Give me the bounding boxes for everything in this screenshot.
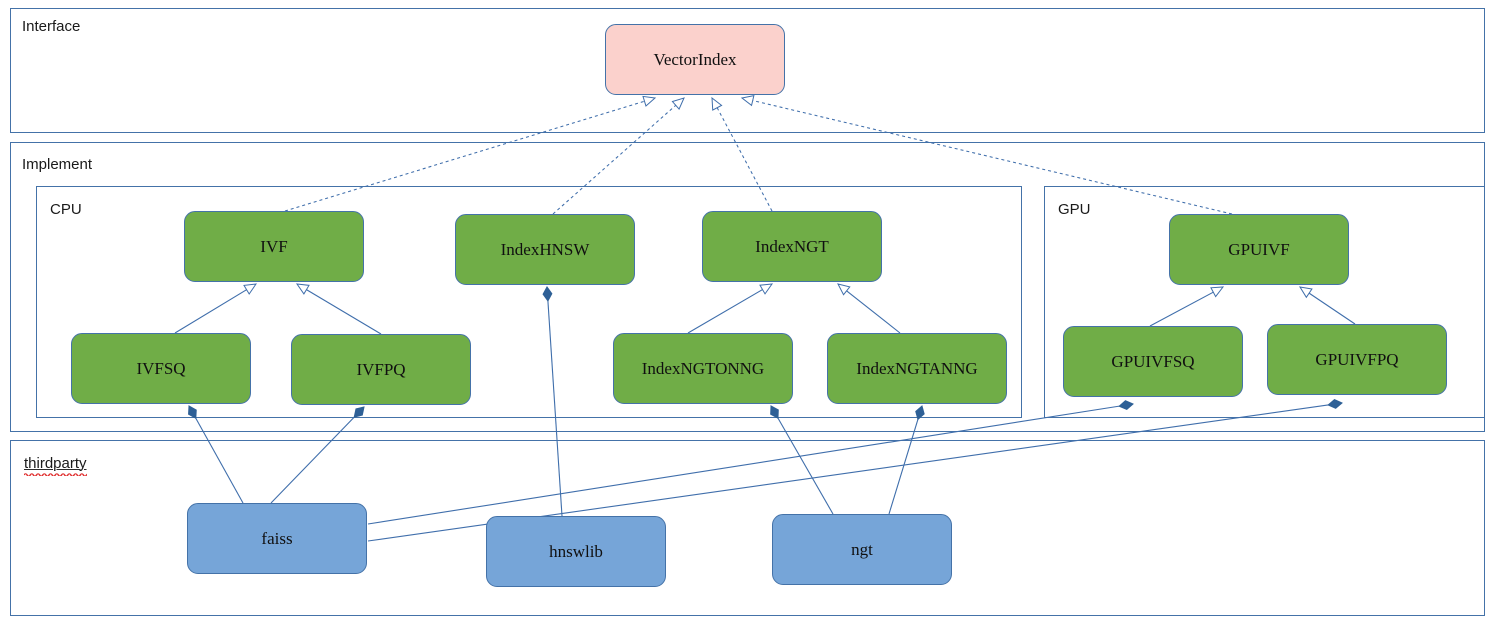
group-label-interface: Interface [22, 18, 81, 35]
node-faiss[interactable]: faiss [187, 503, 367, 574]
node-gpuivfpq[interactable]: GPUIVFPQ [1267, 324, 1447, 395]
group-label-implement: Implement [22, 156, 93, 173]
node-ivfpq[interactable]: IVFPQ [291, 334, 471, 405]
node-vectorindex[interactable]: VectorIndex [605, 24, 785, 95]
node-ngt[interactable]: ngt [772, 514, 952, 585]
node-gpuivfsq[interactable]: GPUIVFSQ [1063, 326, 1243, 397]
node-hnswlib[interactable]: hnswlib [486, 516, 666, 587]
node-indexngt[interactable]: IndexNGT [702, 211, 882, 282]
group-label-cpu: CPU [50, 201, 82, 218]
node-indexhnsw[interactable]: IndexHNSW [455, 214, 635, 285]
node-ivf[interactable]: IVF [184, 211, 364, 282]
node-indexngtonng[interactable]: IndexNGTONNG [613, 333, 793, 404]
node-indexngtanng[interactable]: IndexNGTANNG [827, 333, 1007, 404]
group-label-gpu: GPU [1058, 201, 1091, 218]
group-label-thirdparty: thirdparty [24, 456, 87, 476]
node-ivfsq[interactable]: IVFSQ [71, 333, 251, 404]
node-gpuivf[interactable]: GPUIVF [1169, 214, 1349, 285]
spellcheck-squiggle-icon [24, 473, 87, 476]
